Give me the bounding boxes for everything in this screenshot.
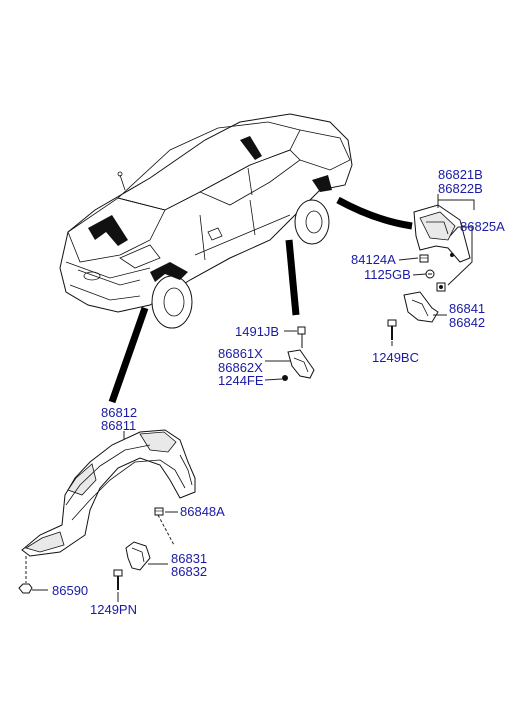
label-86861x: 86861X [218,346,263,361]
bolt-1249pn [113,569,123,590]
bracket-86831 [125,541,151,571]
label-86821b: 86821B [438,167,483,182]
part-labels: 86821B 86822B 86825A 84124A 1125GB 86841… [52,167,505,617]
rear-mudguard [413,204,471,263]
label-84124a: 84124A [351,252,396,267]
car-illustration [59,113,353,329]
label-86862x: 86862X [218,360,263,375]
label-1244fe: 1244FE [218,373,264,388]
label-86590: 86590 [52,583,88,598]
leader-rear-guard [336,196,413,230]
label-1249bc: 1249BC [372,350,419,365]
label-1491jb: 1491JB [235,324,279,339]
nut-84124a [419,254,429,263]
label-86822b: 86822B [438,181,483,196]
leader-lines [25,194,475,602]
label-1249pn: 1249PN [90,602,137,617]
label-86832: 86832 [171,564,207,579]
front-fender-liner [21,429,196,557]
clip-86848a [154,507,164,516]
label-86841: 86841 [449,301,485,316]
side-bracket-assembly [282,326,315,381]
label-86811: 86811 [101,418,136,433]
label-86825a: 86825A [460,219,505,234]
label-86842: 86842 [449,315,485,330]
leader-front-guard [108,306,149,404]
bolt-1249bc [387,319,397,340]
label-1125gb: 1125GB [364,267,411,282]
label-86831: 86831 [171,551,207,566]
label-86848a: 86848A [180,504,225,519]
clip-86825a [436,282,446,292]
clip-86590 [18,583,33,594]
leader-side-bracket [285,239,300,316]
screw-1125gb [425,269,435,279]
label-86812: 86812 [101,405,137,420]
bracket-86841 [403,291,439,323]
